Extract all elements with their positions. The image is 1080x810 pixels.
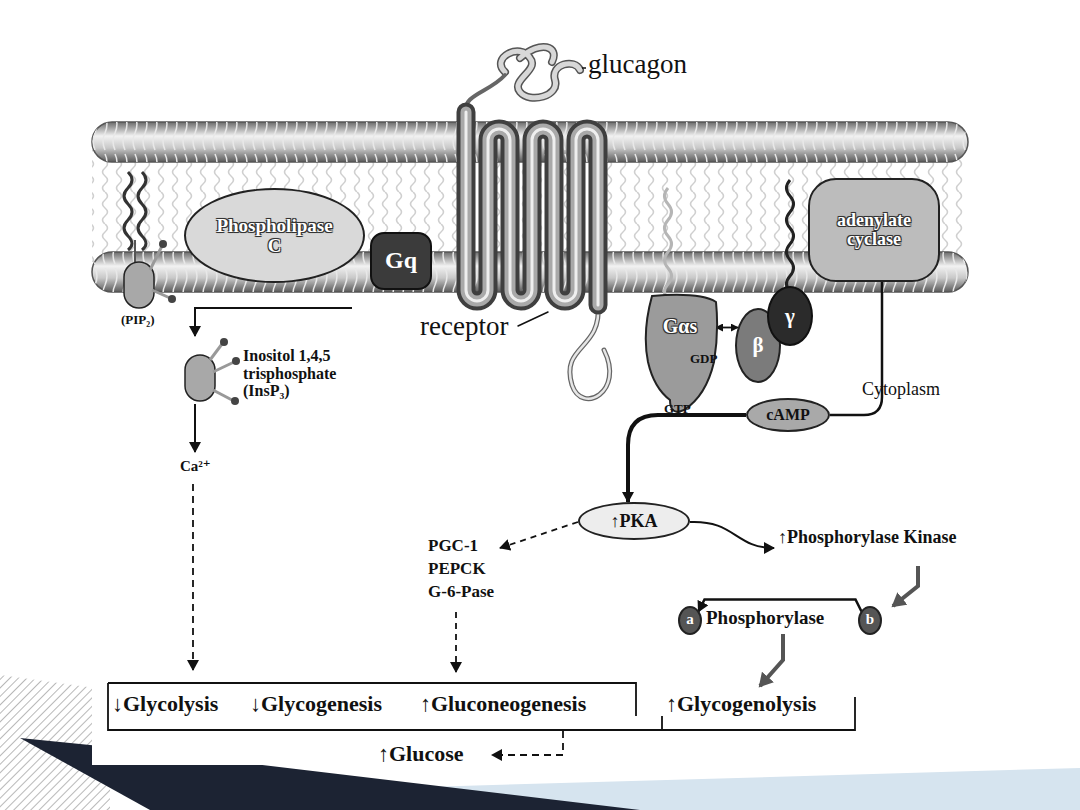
- phosphorylase-step-arrow: [760, 634, 783, 686]
- white-panel: [92, 0, 968, 765]
- gene-label: G-6-Pase: [428, 583, 494, 602]
- glucagon-receptor: [466, 75, 610, 399]
- kinase-ellipse: ↑PKA: [578, 502, 690, 540]
- enzyme-box: adenylate cyclase: [808, 178, 940, 282]
- pathway-connector: [716, 327, 738, 329]
- calcium-arrow: [192, 484, 194, 670]
- gene-label: PGC-1: [428, 537, 478, 556]
- node-text: a: [686, 612, 694, 628]
- pip2-lipid: [124, 172, 176, 308]
- messenger-ellipse: cAMP: [746, 398, 830, 432]
- pka-kinase-arrow: [690, 522, 774, 548]
- plc-arrow: [195, 308, 352, 336]
- gene-label: PEPCK: [428, 560, 486, 579]
- molecule-label: Inositol 1,4,5 trisphosphate (InsP₃): [243, 347, 371, 400]
- node-text: adenylate cyclase: [818, 211, 930, 249]
- outcome-label: ↑Gluconeogenesis: [420, 692, 586, 716]
- ion-label: Ca²⁺: [180, 458, 211, 475]
- enzyme-label: ↑Phosphorylase Kinase: [778, 528, 975, 548]
- g-protein-box: Gq: [370, 232, 432, 290]
- outcome-label: ↓Glycolysis: [112, 692, 218, 716]
- pka-transcription-arrow: [500, 522, 578, 548]
- gamma-anchor: [787, 180, 794, 292]
- node-text: γ: [785, 305, 795, 327]
- node-text: ↑PKA: [611, 512, 658, 531]
- g-alpha-shape: [646, 295, 717, 412]
- part-label: receptor: [420, 312, 508, 342]
- insp3-arrow: [194, 404, 196, 452]
- region-label: Cytoplasm: [862, 380, 940, 400]
- state-circle: b: [858, 606, 882, 635]
- glucose-arrow: [492, 731, 563, 755]
- kinase-step-arrow: [893, 566, 918, 606]
- molecule-label: glucagon: [588, 50, 687, 80]
- node-text: Phospholipase C: [210, 216, 340, 256]
- node-text: β: [752, 334, 763, 356]
- node-text: b: [866, 612, 874, 628]
- nucleotide-label: GTP: [664, 402, 691, 416]
- state-circle: a: [678, 606, 702, 635]
- node-text: Gαs: [663, 316, 698, 337]
- g-gamma-subunit: γ: [767, 286, 813, 346]
- outcome-label: ↑Glycogenolysis: [666, 692, 816, 716]
- glucagon-peptide: [501, 47, 586, 98]
- galpha-anchor: [665, 188, 672, 300]
- insp3-molecule: [185, 338, 240, 405]
- outcome-label: ↓Glycogenesis: [250, 692, 382, 716]
- nucleotide-label: GDP: [690, 352, 717, 366]
- node-text: cAMP: [766, 407, 810, 424]
- pathway-connector: [628, 415, 746, 502]
- outcome-bracket: [108, 683, 855, 730]
- enzyme-ellipse: Phospholipase C: [184, 188, 365, 283]
- enzyme-label: Phosphorylase: [706, 608, 824, 629]
- outcome-label: ↑Glucose: [378, 742, 464, 766]
- node-text: Gq: [385, 248, 417, 273]
- enzymes-arrow: [455, 612, 457, 672]
- molecule-label: (PIP₂): [121, 313, 155, 327]
